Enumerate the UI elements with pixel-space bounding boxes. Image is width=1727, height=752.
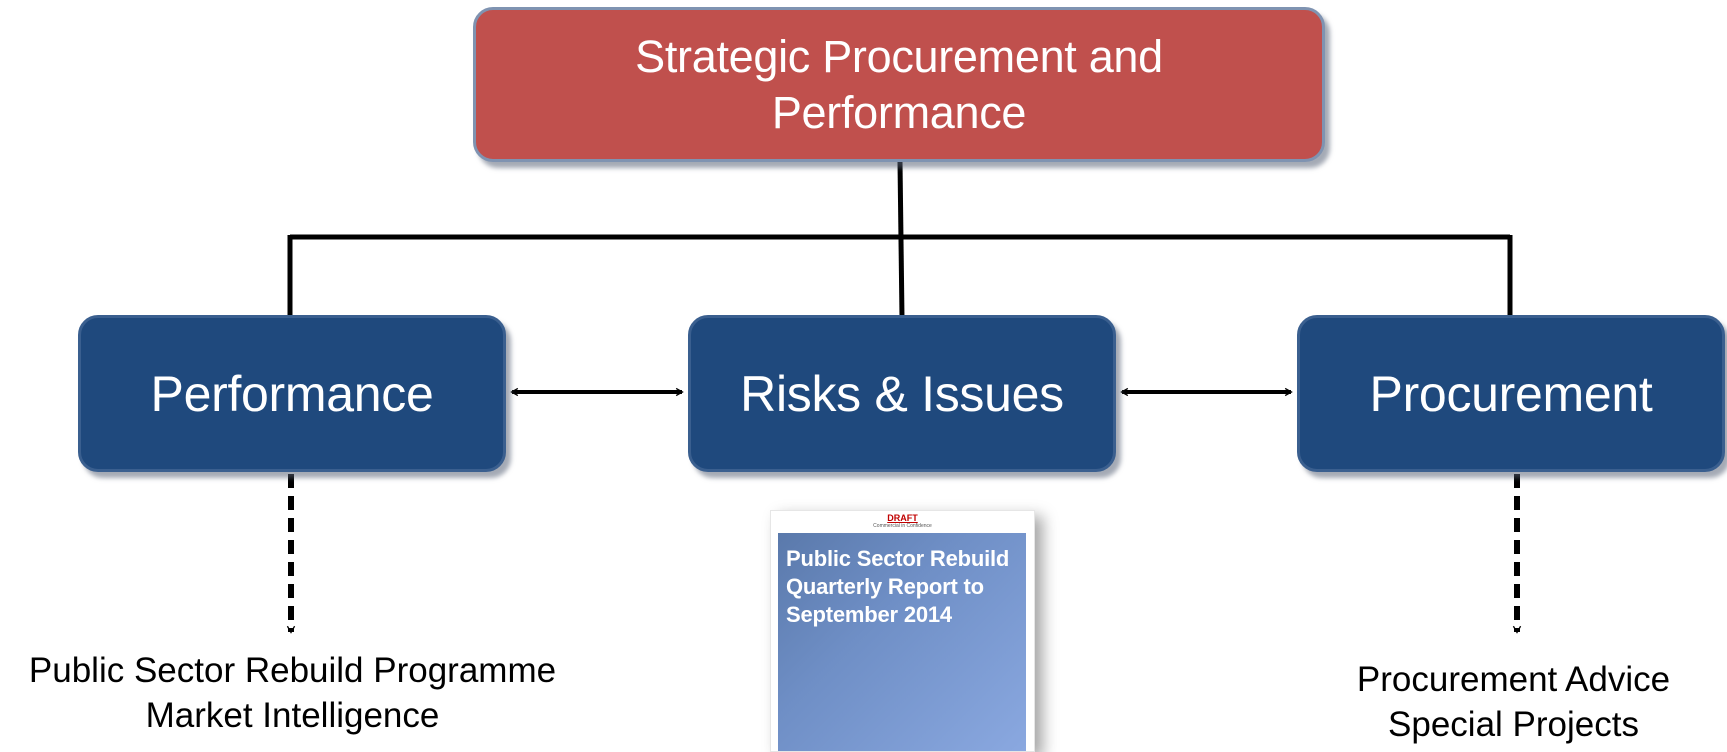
strategic-procurement-box: Strategic Procurement and Performance — [473, 7, 1325, 162]
performance-label: Performance — [150, 365, 434, 422]
procurement-label: Procurement — [1369, 365, 1653, 422]
risks-issues-label: Risks & Issues — [740, 365, 1064, 422]
procurement-output-item: Procurement Advice — [1356, 660, 1671, 699]
procurement-output-item: Special Projects — [1388, 705, 1639, 744]
report-cover — [778, 533, 1026, 751]
quarterly-report-thumbnail: DRAFT Commercial in Confidence Public Se… — [770, 510, 1035, 752]
report-title: Public Sector Rebuild Quarterly Report t… — [786, 546, 1010, 627]
performance-output-item: Public Sector Rebuild Programme — [28, 651, 557, 690]
risks-issues-box: Risks & Issues — [688, 315, 1116, 472]
performance-box: Performance — [78, 315, 506, 472]
report-confidentiality-label: Commercial in Confidence — [873, 523, 932, 529]
strategic-procurement-title: Strategic Procurement and Performance — [635, 30, 1163, 138]
procurement-outputs: Procurement Advice Special Projects — [1300, 657, 1727, 747]
procurement-box: Procurement — [1297, 315, 1725, 472]
performance-outputs: Public Sector Rebuild Programme Market I… — [0, 648, 585, 738]
performance-output-item: Market Intelligence — [145, 696, 440, 735]
report-draft-label: DRAFT — [887, 513, 918, 523]
trunk-line — [897, 161, 905, 319]
